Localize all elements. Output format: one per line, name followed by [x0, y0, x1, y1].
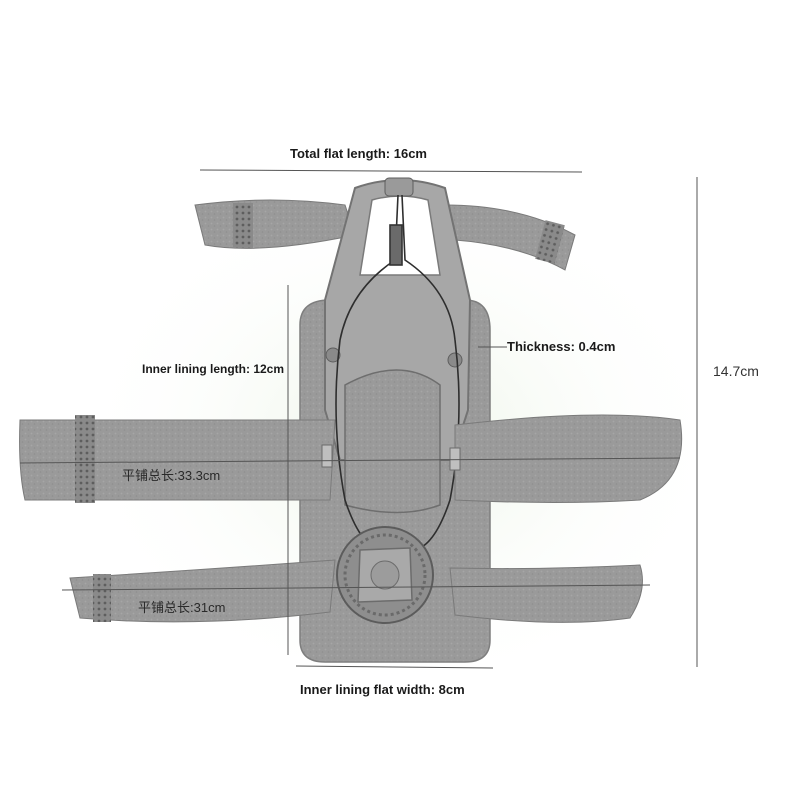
middle-strap-buckle-left [321, 444, 333, 468]
hook-clip [384, 177, 414, 197]
height-label: 14.7cm [713, 363, 759, 379]
middle-strap-buckle-right [449, 447, 461, 471]
thickness-label: Thickness: 0.4cm [507, 339, 616, 354]
middle-left-strap [19, 419, 336, 501]
flat-total-length-top-label: 平铺总长:33.3cm [122, 468, 221, 483]
inner-lining-width-line [295, 665, 494, 669]
flat-length-top-line [19, 457, 681, 464]
rivet-left [325, 347, 341, 363]
lower-left-strap [69, 559, 336, 623]
upper-left-strap-mesh [233, 203, 253, 248]
lower-left-strap-mesh [93, 574, 111, 622]
upper-right-strap-mesh [535, 220, 565, 264]
total-flat-length-line [199, 169, 583, 173]
dimension-lines [19, 169, 698, 669]
boa-dial [336, 526, 434, 624]
inner-lining-length-label: Inner lining length: 12cm [142, 362, 285, 376]
splint-window-main [344, 369, 441, 514]
rivet-right [447, 352, 463, 368]
middle-left-strap-mesh [75, 415, 95, 503]
flat-total-length-bottom-label: 平铺总长:31cm [138, 600, 226, 615]
lower-right-strap [449, 564, 643, 623]
flat-length-bottom-line [61, 584, 651, 591]
lacing-cables [335, 194, 460, 551]
inner-lining-flat-width-label: Inner lining flat width: 8cm [300, 682, 465, 697]
total-flat-length-label: Total flat length: 16cm [290, 146, 427, 161]
